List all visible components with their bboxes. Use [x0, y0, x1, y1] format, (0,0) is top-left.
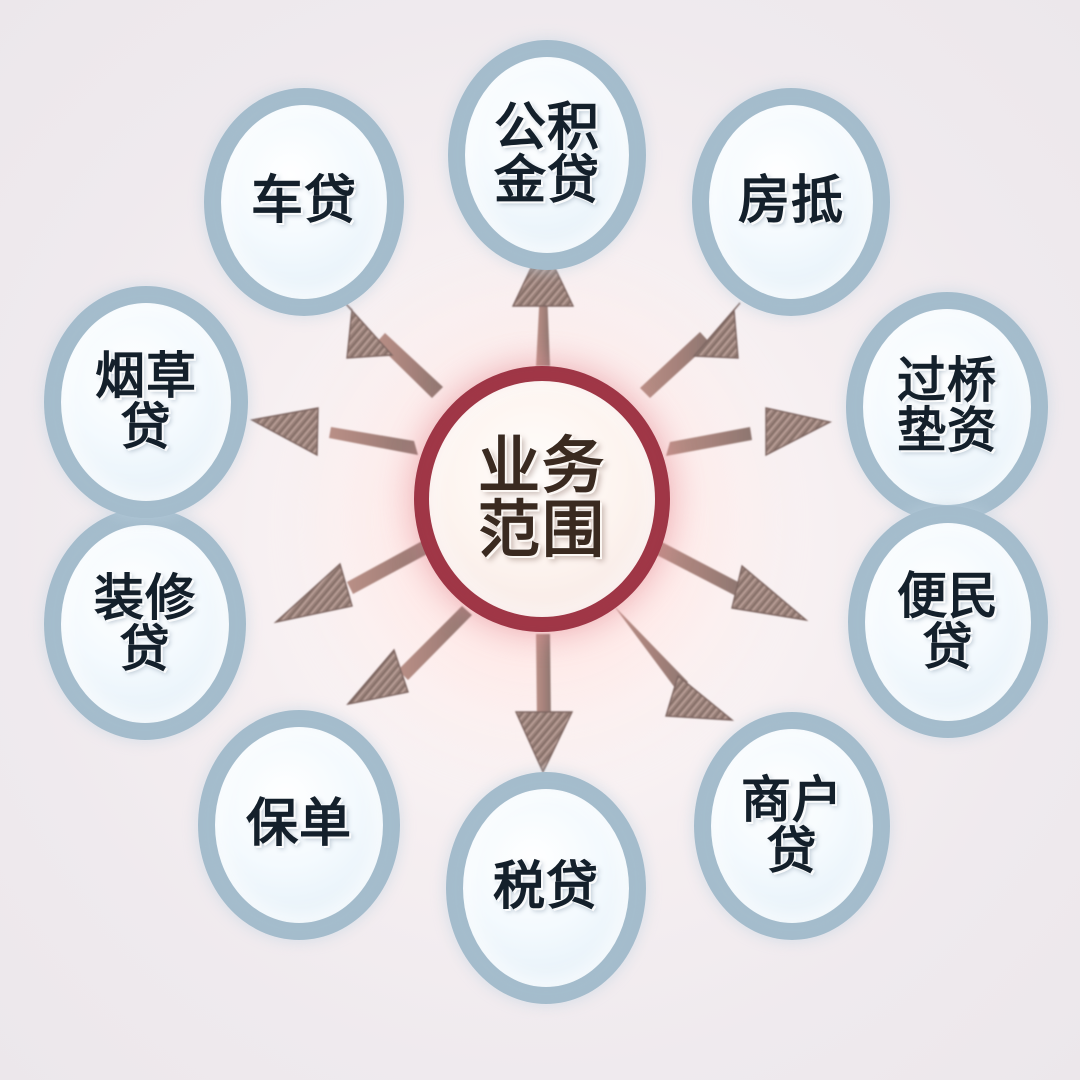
- node-label: 商户 贷: [741, 772, 843, 879]
- arrow-to-zhuangxiu: [273, 540, 431, 624]
- node-label: 房抵: [737, 172, 844, 231]
- arrow-to-chedai: [344, 302, 443, 398]
- arrow-to-baodan: [346, 606, 472, 706]
- node-label: 装修 贷: [94, 570, 196, 677]
- arrow-to-fangdi: [640, 302, 741, 398]
- node-ring: [446, 772, 646, 1004]
- node-gongjijin[interactable]: 公积 金贷: [448, 40, 646, 270]
- node-label: 过桥 垫资: [896, 354, 997, 458]
- node-label: 烟草 贷: [95, 348, 197, 455]
- node-guoqiao[interactable]: 过桥 垫资: [846, 292, 1048, 522]
- hub-business-scope[interactable]: 业务 范围: [414, 366, 670, 632]
- node-baodan[interactable]: 保单: [198, 710, 400, 940]
- node-chedai[interactable]: 车贷: [204, 88, 404, 316]
- arrow-to-shuidai: [514, 634, 574, 774]
- arrow-to-guoqiao: [666, 407, 833, 457]
- node-label: 便民 贷: [897, 568, 999, 675]
- node-label: 税贷: [492, 858, 599, 917]
- arrow-to-bianmin: [651, 540, 809, 622]
- arrow-to-yancao: [249, 407, 418, 457]
- node-yancao[interactable]: 烟草 贷: [44, 286, 248, 518]
- node-zhuangxiu[interactable]: 装修 贷: [44, 508, 246, 740]
- node-bianmin[interactable]: 便民 贷: [848, 506, 1048, 738]
- node-label: 公积 金贷: [493, 98, 600, 210]
- hub-label: 业务 范围: [477, 432, 606, 565]
- node-shanghu[interactable]: 商户 贷: [694, 712, 890, 940]
- node-fangdi[interactable]: 房抵: [692, 88, 890, 316]
- node-shuidai[interactable]: 税贷: [446, 772, 646, 1004]
- arrow-to-shanghu: [614, 606, 735, 721]
- node-ring: [694, 712, 890, 940]
- node-label: 保单: [245, 795, 352, 854]
- node-label: 车贷: [250, 172, 357, 231]
